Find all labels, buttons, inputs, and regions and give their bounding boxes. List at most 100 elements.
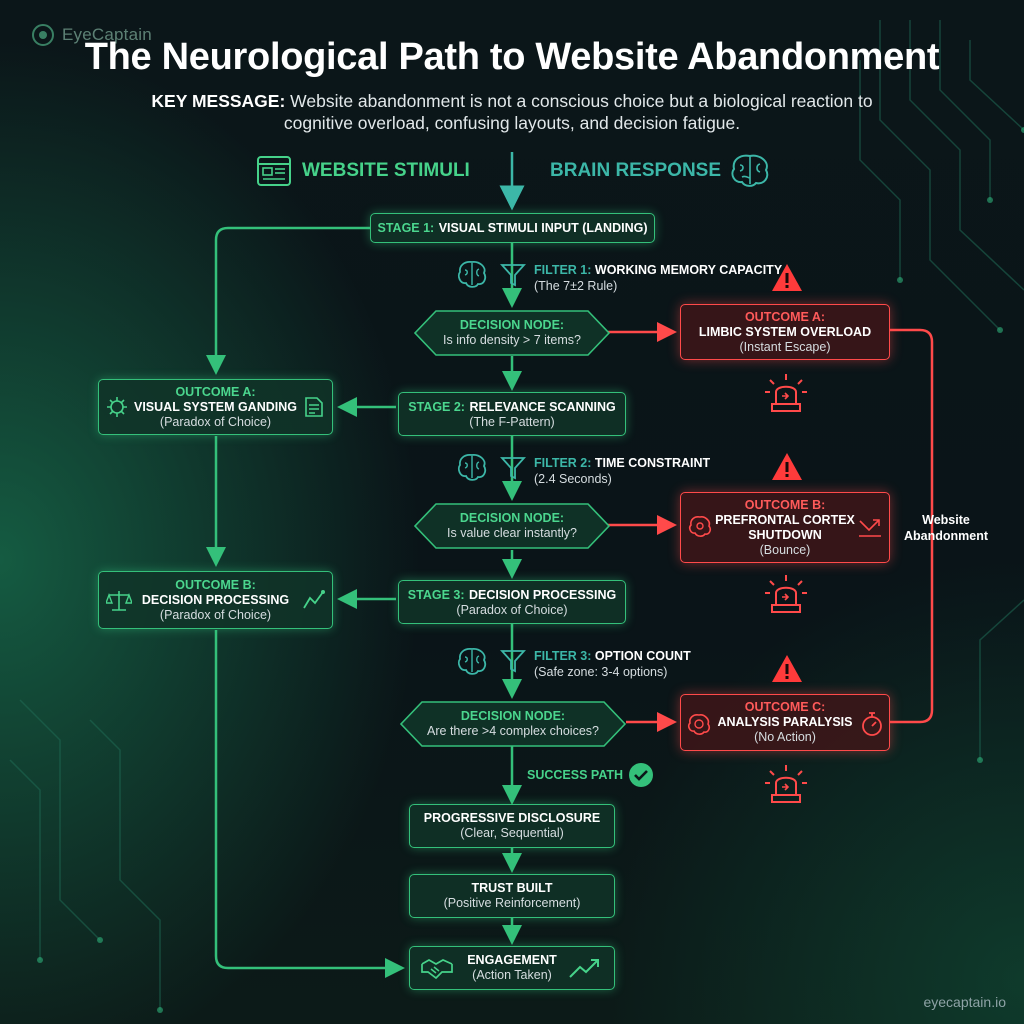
website-abandonment-label: Website Abandonment bbox=[898, 512, 994, 544]
filter-3-title: OPTION COUNT bbox=[594, 649, 691, 663]
stage-3-sub: (Paradox of Choice) bbox=[456, 602, 568, 617]
trust-built-box: TRUST BUILT (Positive Reinforcement) bbox=[409, 874, 615, 918]
warning-icon bbox=[772, 264, 802, 291]
brand-logo: EyeCaptain bbox=[30, 22, 152, 48]
green-a-label: OUTCOME A: bbox=[175, 384, 256, 399]
trend-up-icon bbox=[569, 959, 599, 978]
trend-down-icon bbox=[859, 519, 881, 537]
filter-1-label: FILTER 1: bbox=[534, 263, 592, 277]
green-b-label: OUTCOME B: bbox=[175, 577, 256, 592]
red-b-label: OUTCOME B: bbox=[744, 497, 826, 512]
decision-node-1: DECISION NODE: Is info density > 7 items… bbox=[414, 310, 610, 356]
page-title: The Neurological Path to Website Abandon… bbox=[84, 36, 940, 78]
logo-text: EyeCaptain bbox=[62, 25, 152, 44]
eye-logo-icon bbox=[32, 24, 54, 46]
filter-2-sub: (2.4 Seconds) bbox=[534, 472, 612, 486]
alarm-siren-icon bbox=[765, 765, 807, 803]
stage-1-title: VISUAL STIMULI INPUT (LANDING) bbox=[438, 221, 648, 235]
decision-node-2: DECISION NODE: Is value clear instantly? bbox=[414, 503, 610, 549]
decision-node-3-question: Are there >4 complex choices? bbox=[427, 724, 599, 738]
filter-2: FILTER 2: TIME CONSTRAINT (2.4 Seconds) bbox=[534, 455, 710, 487]
outcome-c-analysis-box: OUTCOME C: ANALYSIS PARALYSIS (No Action… bbox=[680, 694, 890, 751]
decision-node-1-question: Is info density > 7 items? bbox=[443, 333, 581, 347]
red-c-label: OUTCOME C: bbox=[744, 700, 826, 714]
stage-2-box: STAGE 2: RELEVANCE SCANNING (The F-Patte… bbox=[398, 392, 626, 436]
filter-1-sub: (The 7±2 Rule) bbox=[534, 279, 618, 293]
header-website-stimuli: WEBSITE STIMULI bbox=[302, 160, 470, 181]
stage-3-box: STAGE 3: DECISION PROCESSING (Paradox of… bbox=[398, 580, 626, 624]
alarm-siren-icon bbox=[765, 575, 807, 613]
key-message-label: KEY MESSAGE: bbox=[151, 91, 286, 111]
stage-3-title: DECISION PROCESSING bbox=[468, 587, 617, 602]
key-message-text: Website abandonment is not a conscious c… bbox=[283, 91, 873, 133]
abandonment-line-1: Website bbox=[922, 513, 970, 527]
funnel-icon bbox=[500, 650, 526, 673]
handshake-icon bbox=[421, 959, 453, 980]
decision-node-2-label: DECISION NODE: bbox=[459, 511, 565, 525]
chart-zigzag-icon bbox=[303, 590, 325, 609]
red-b-title-2: SHUTDOWN bbox=[748, 527, 822, 542]
decision-node-2-question: Is value clear instantly? bbox=[447, 526, 577, 540]
stage-2-title: RELEVANCE SCANNING bbox=[469, 399, 616, 414]
key-message: KEY MESSAGE: Website abandonment is not … bbox=[130, 90, 894, 134]
abandonment-line-2: Abandonment bbox=[903, 529, 989, 543]
filter-3: FILTER 3: OPTION COUNT (Safe zone: 3-4 o… bbox=[534, 648, 691, 680]
red-c-sub: (No Action) bbox=[754, 730, 816, 744]
document-icon bbox=[305, 397, 323, 417]
funnel-icon bbox=[500, 457, 526, 480]
stopwatch-icon bbox=[862, 712, 882, 736]
header-brain-response: BRAIN RESPONSE bbox=[550, 160, 722, 181]
success-path-label: SUCCESS PATH bbox=[527, 768, 624, 782]
engagement-sub: (Action Taken) bbox=[472, 968, 552, 982]
warning-icon bbox=[772, 655, 802, 682]
filter-1: FILTER 1: WORKING MEMORY CAPACITY (The 7… bbox=[534, 262, 782, 294]
stage-1-label: STAGE 1: bbox=[377, 221, 435, 235]
trust-sub: (Positive Reinforcement) bbox=[443, 896, 581, 910]
outcome-b-decision-box: OUTCOME B: DECISION PROCESSING (Paradox … bbox=[98, 571, 333, 629]
red-c-title: ANALYSIS PARALYSIS bbox=[717, 715, 853, 729]
brain-icon bbox=[731, 154, 769, 187]
filter-2-title: TIME CONSTRAINT bbox=[594, 456, 711, 470]
green-b-sub: (Paradox of Choice) bbox=[159, 607, 272, 622]
red-a-label: OUTCOME A: bbox=[744, 309, 826, 324]
check-circle-icon bbox=[629, 763, 653, 787]
green-a-title: VISUAL SYSTEM GANDING bbox=[134, 399, 297, 414]
alarm-siren-icon bbox=[765, 374, 807, 412]
red-a-sub: (Instant Escape) bbox=[739, 339, 831, 354]
brain-number-icon bbox=[687, 714, 711, 735]
red-a-title: LIMBIC SYSTEM OVERLOAD bbox=[698, 324, 872, 339]
red-b-title-1: PREFRONTAL CORTEX bbox=[715, 512, 855, 527]
stage-2-label: STAGE 2: bbox=[408, 399, 465, 414]
footer-url: eyecaptain.io bbox=[923, 994, 1006, 1010]
decision-node-3-label: DECISION NODE: bbox=[460, 709, 566, 723]
stage-3-label: STAGE 3: bbox=[407, 587, 465, 602]
warning-icon bbox=[772, 453, 802, 480]
outcome-a-limbic-box: OUTCOME A: LIMBIC SYSTEM OVERLOAD (Insta… bbox=[680, 304, 890, 360]
green-b-title: DECISION PROCESSING bbox=[141, 592, 290, 607]
stage-2-sub: (The F-Pattern) bbox=[469, 414, 555, 429]
brain-gear-icon bbox=[688, 516, 712, 537]
funnel-icon bbox=[500, 264, 526, 287]
red-b-sub: (Bounce) bbox=[759, 542, 811, 557]
trust-title: TRUST BUILT bbox=[471, 881, 553, 895]
brain-icon bbox=[457, 453, 487, 481]
brain-icon bbox=[457, 260, 487, 288]
engagement-title: ENGAGEMENT bbox=[467, 953, 557, 967]
filter-3-label: FILTER 3: bbox=[534, 649, 592, 663]
green-a-sub: (Paradox of Choice) bbox=[159, 414, 272, 429]
decision-node-3: DECISION NODE: Are there >4 complex choi… bbox=[400, 701, 626, 747]
progressive-sub: (Clear, Sequential) bbox=[460, 826, 564, 840]
filter-1-title: WORKING MEMORY CAPACITY bbox=[594, 263, 783, 277]
filter-3-sub: (Safe zone: 3-4 options) bbox=[534, 665, 668, 679]
filter-2-label: FILTER 2: bbox=[534, 456, 592, 470]
progressive-disclosure-box: PROGRESSIVE DISCLOSURE (Clear, Sequentia… bbox=[409, 804, 615, 848]
browser-window-icon bbox=[257, 156, 291, 186]
stage-1-box: STAGE 1: VISUAL STIMULI INPUT (LANDING) bbox=[370, 213, 655, 243]
brain-icon bbox=[457, 647, 487, 675]
virus-overload-icon bbox=[107, 397, 127, 417]
progressive-title: PROGRESSIVE DISCLOSURE bbox=[423, 811, 601, 825]
scale-icon bbox=[106, 591, 132, 611]
outcome-b-prefrontal-box: OUTCOME B: PREFRONTAL CORTEX SHUTDOWN (B… bbox=[680, 492, 890, 563]
